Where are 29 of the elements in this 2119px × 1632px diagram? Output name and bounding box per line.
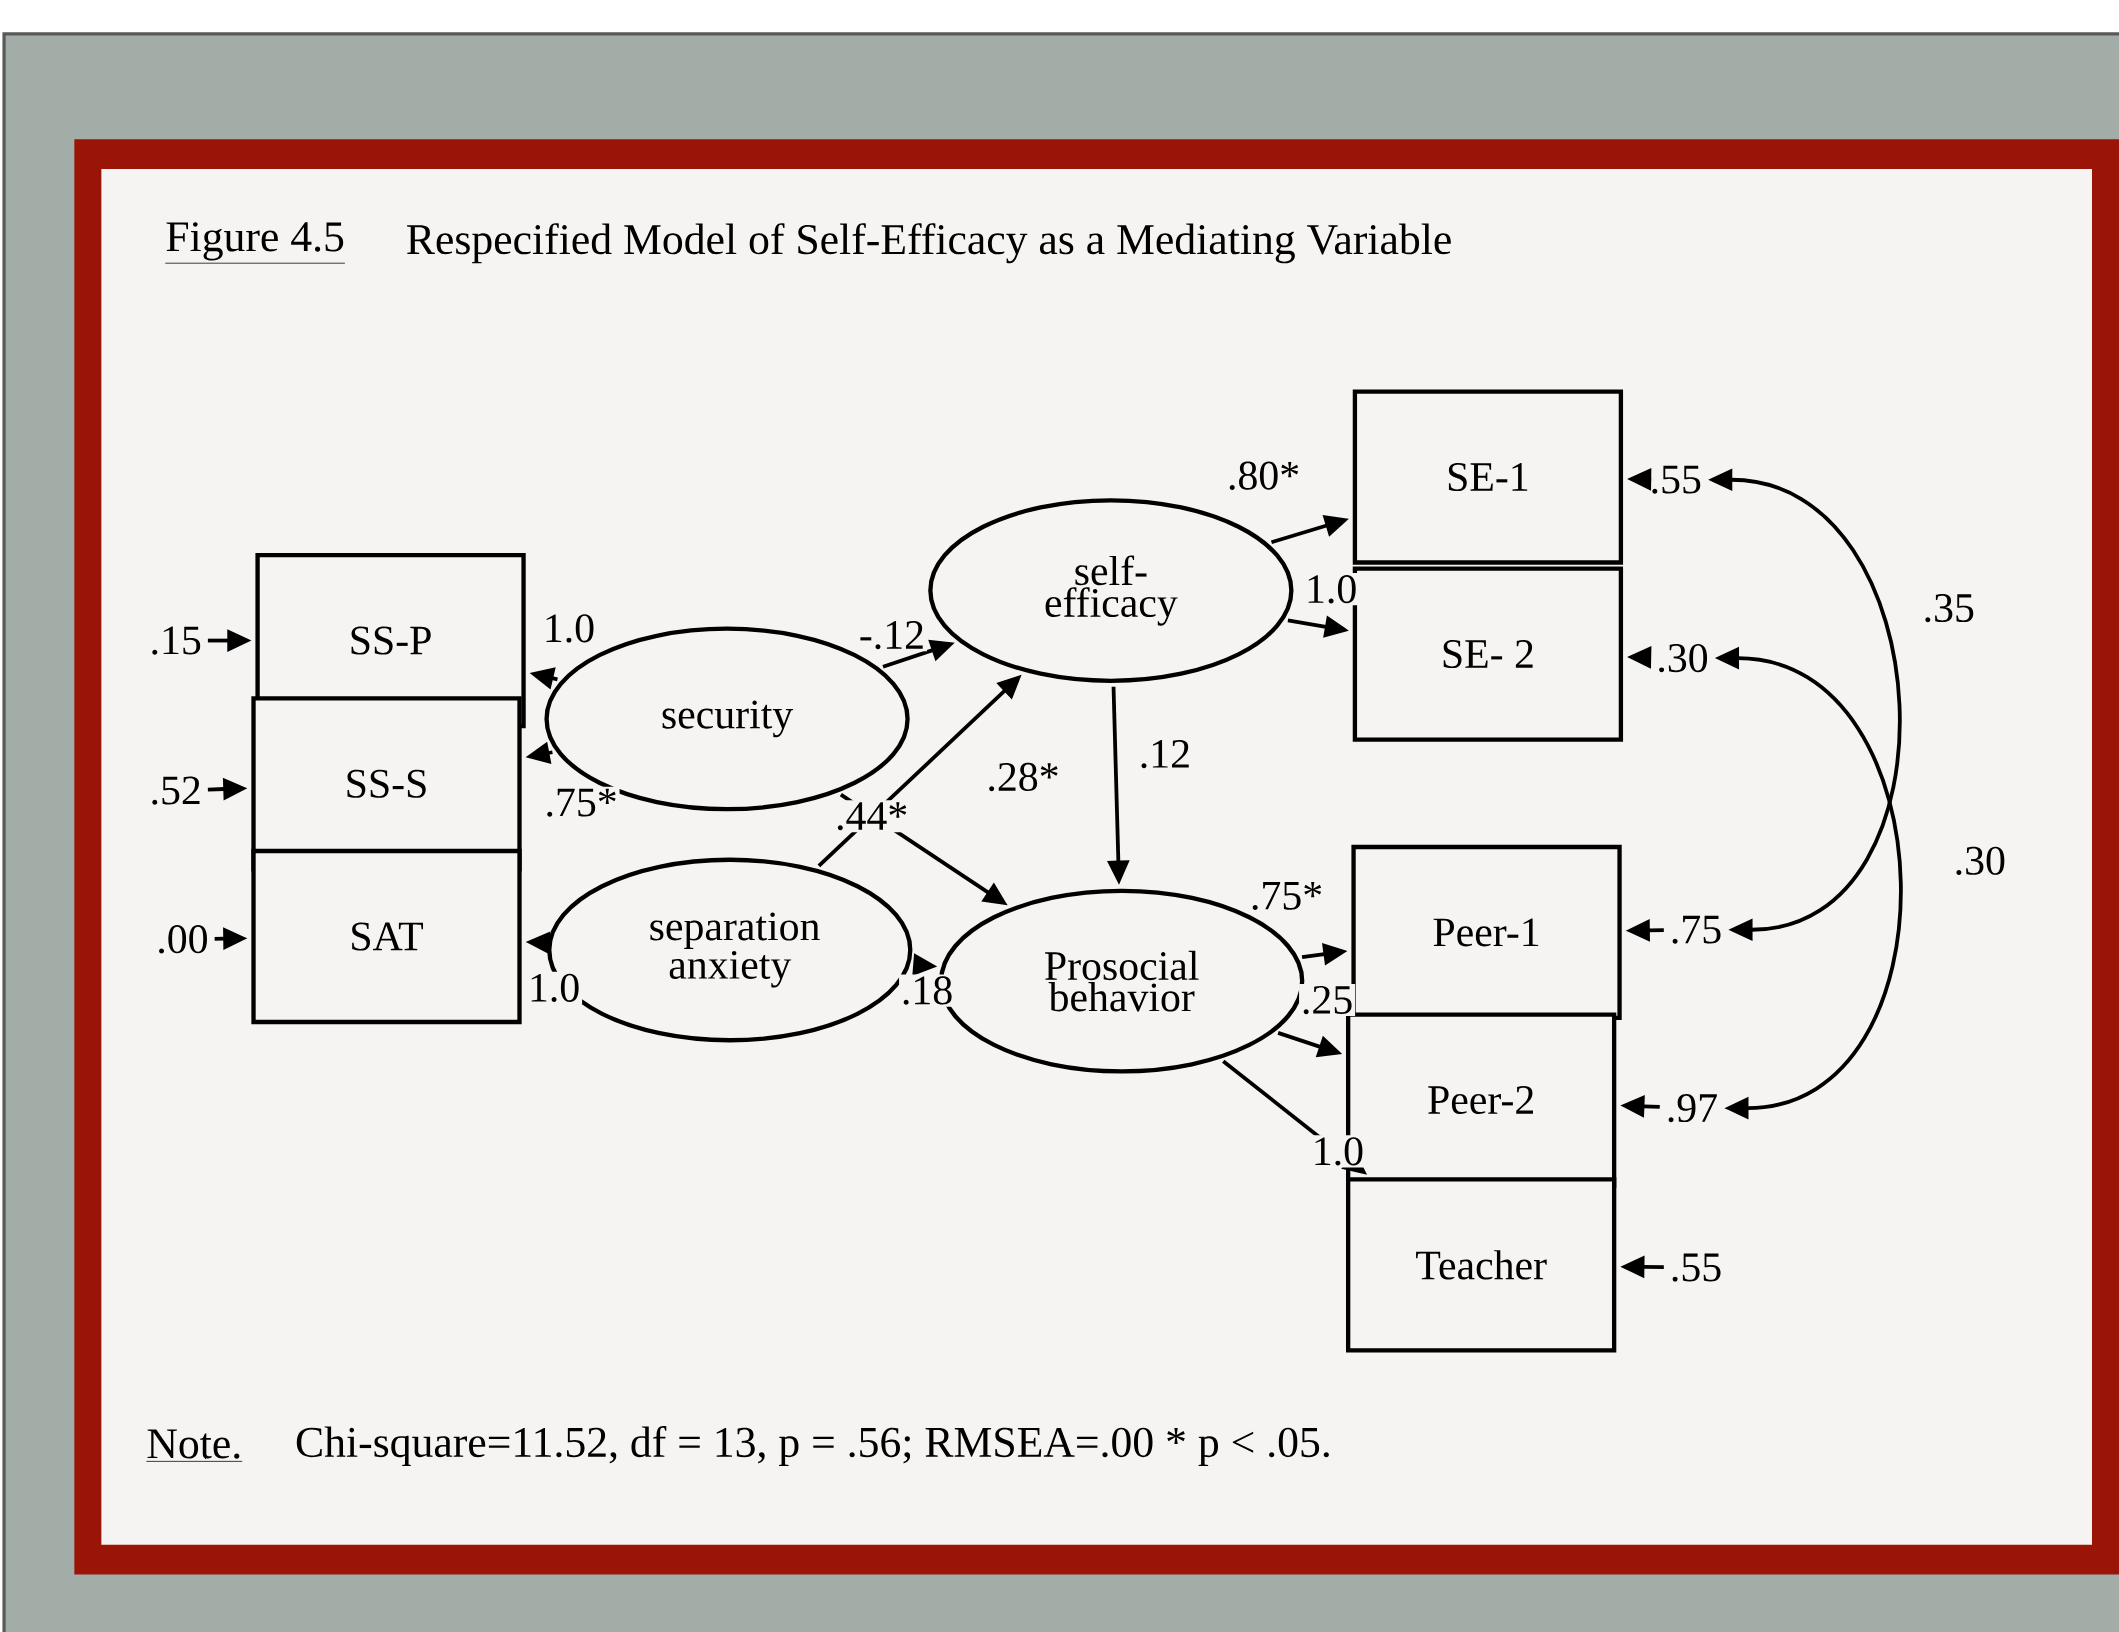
residual-value: .15 bbox=[152, 626, 201, 655]
residual-value: .55 bbox=[1672, 1253, 1721, 1282]
edge-label: 1.0 bbox=[526, 971, 583, 1004]
measure-box: SE-1 bbox=[1352, 389, 1624, 565]
note-label: Note. bbox=[145, 1429, 243, 1462]
edge-label: .75* bbox=[542, 786, 620, 819]
edge-label: .12 bbox=[1136, 737, 1193, 770]
residual-value: .75 bbox=[1672, 915, 1721, 944]
measure-box: SAT bbox=[251, 848, 522, 1024]
caption: Chi-square=11.52, df = 13, p = .56; RMSEA=.00 * p < .05. bbox=[296, 1425, 1329, 1466]
edge-label: -.12 bbox=[856, 618, 927, 651]
edge-label: .35 bbox=[1920, 591, 1977, 624]
residual-value: .00 bbox=[159, 924, 207, 954]
edge-label: 1.0 bbox=[1303, 572, 1360, 606]
edge-label: .44* bbox=[833, 800, 911, 832]
measure-box: Teacher bbox=[1346, 1177, 1617, 1353]
edge-label: .28* bbox=[984, 760, 1062, 793]
edge-label: .80* bbox=[1225, 459, 1303, 492]
residual-value: .97 bbox=[1668, 1093, 1717, 1123]
figure-number: Figure 4.5 bbox=[164, 221, 346, 264]
residual-value: .55 bbox=[1652, 465, 1701, 494]
figure-title: Respecified Model of Self-Efficacy as a Mediating Variable bbox=[407, 222, 1451, 264]
measure-box: Peer-1 bbox=[1351, 844, 1622, 1020]
edge-label: 1.0 bbox=[1309, 1135, 1366, 1168]
edge-label: .18 bbox=[899, 974, 956, 1007]
residual-value: .30 bbox=[1659, 643, 1708, 673]
edge-label: .25 bbox=[1299, 983, 1356, 1016]
edge-label: .30 bbox=[1951, 844, 2008, 877]
residual-value: .52 bbox=[152, 776, 200, 805]
